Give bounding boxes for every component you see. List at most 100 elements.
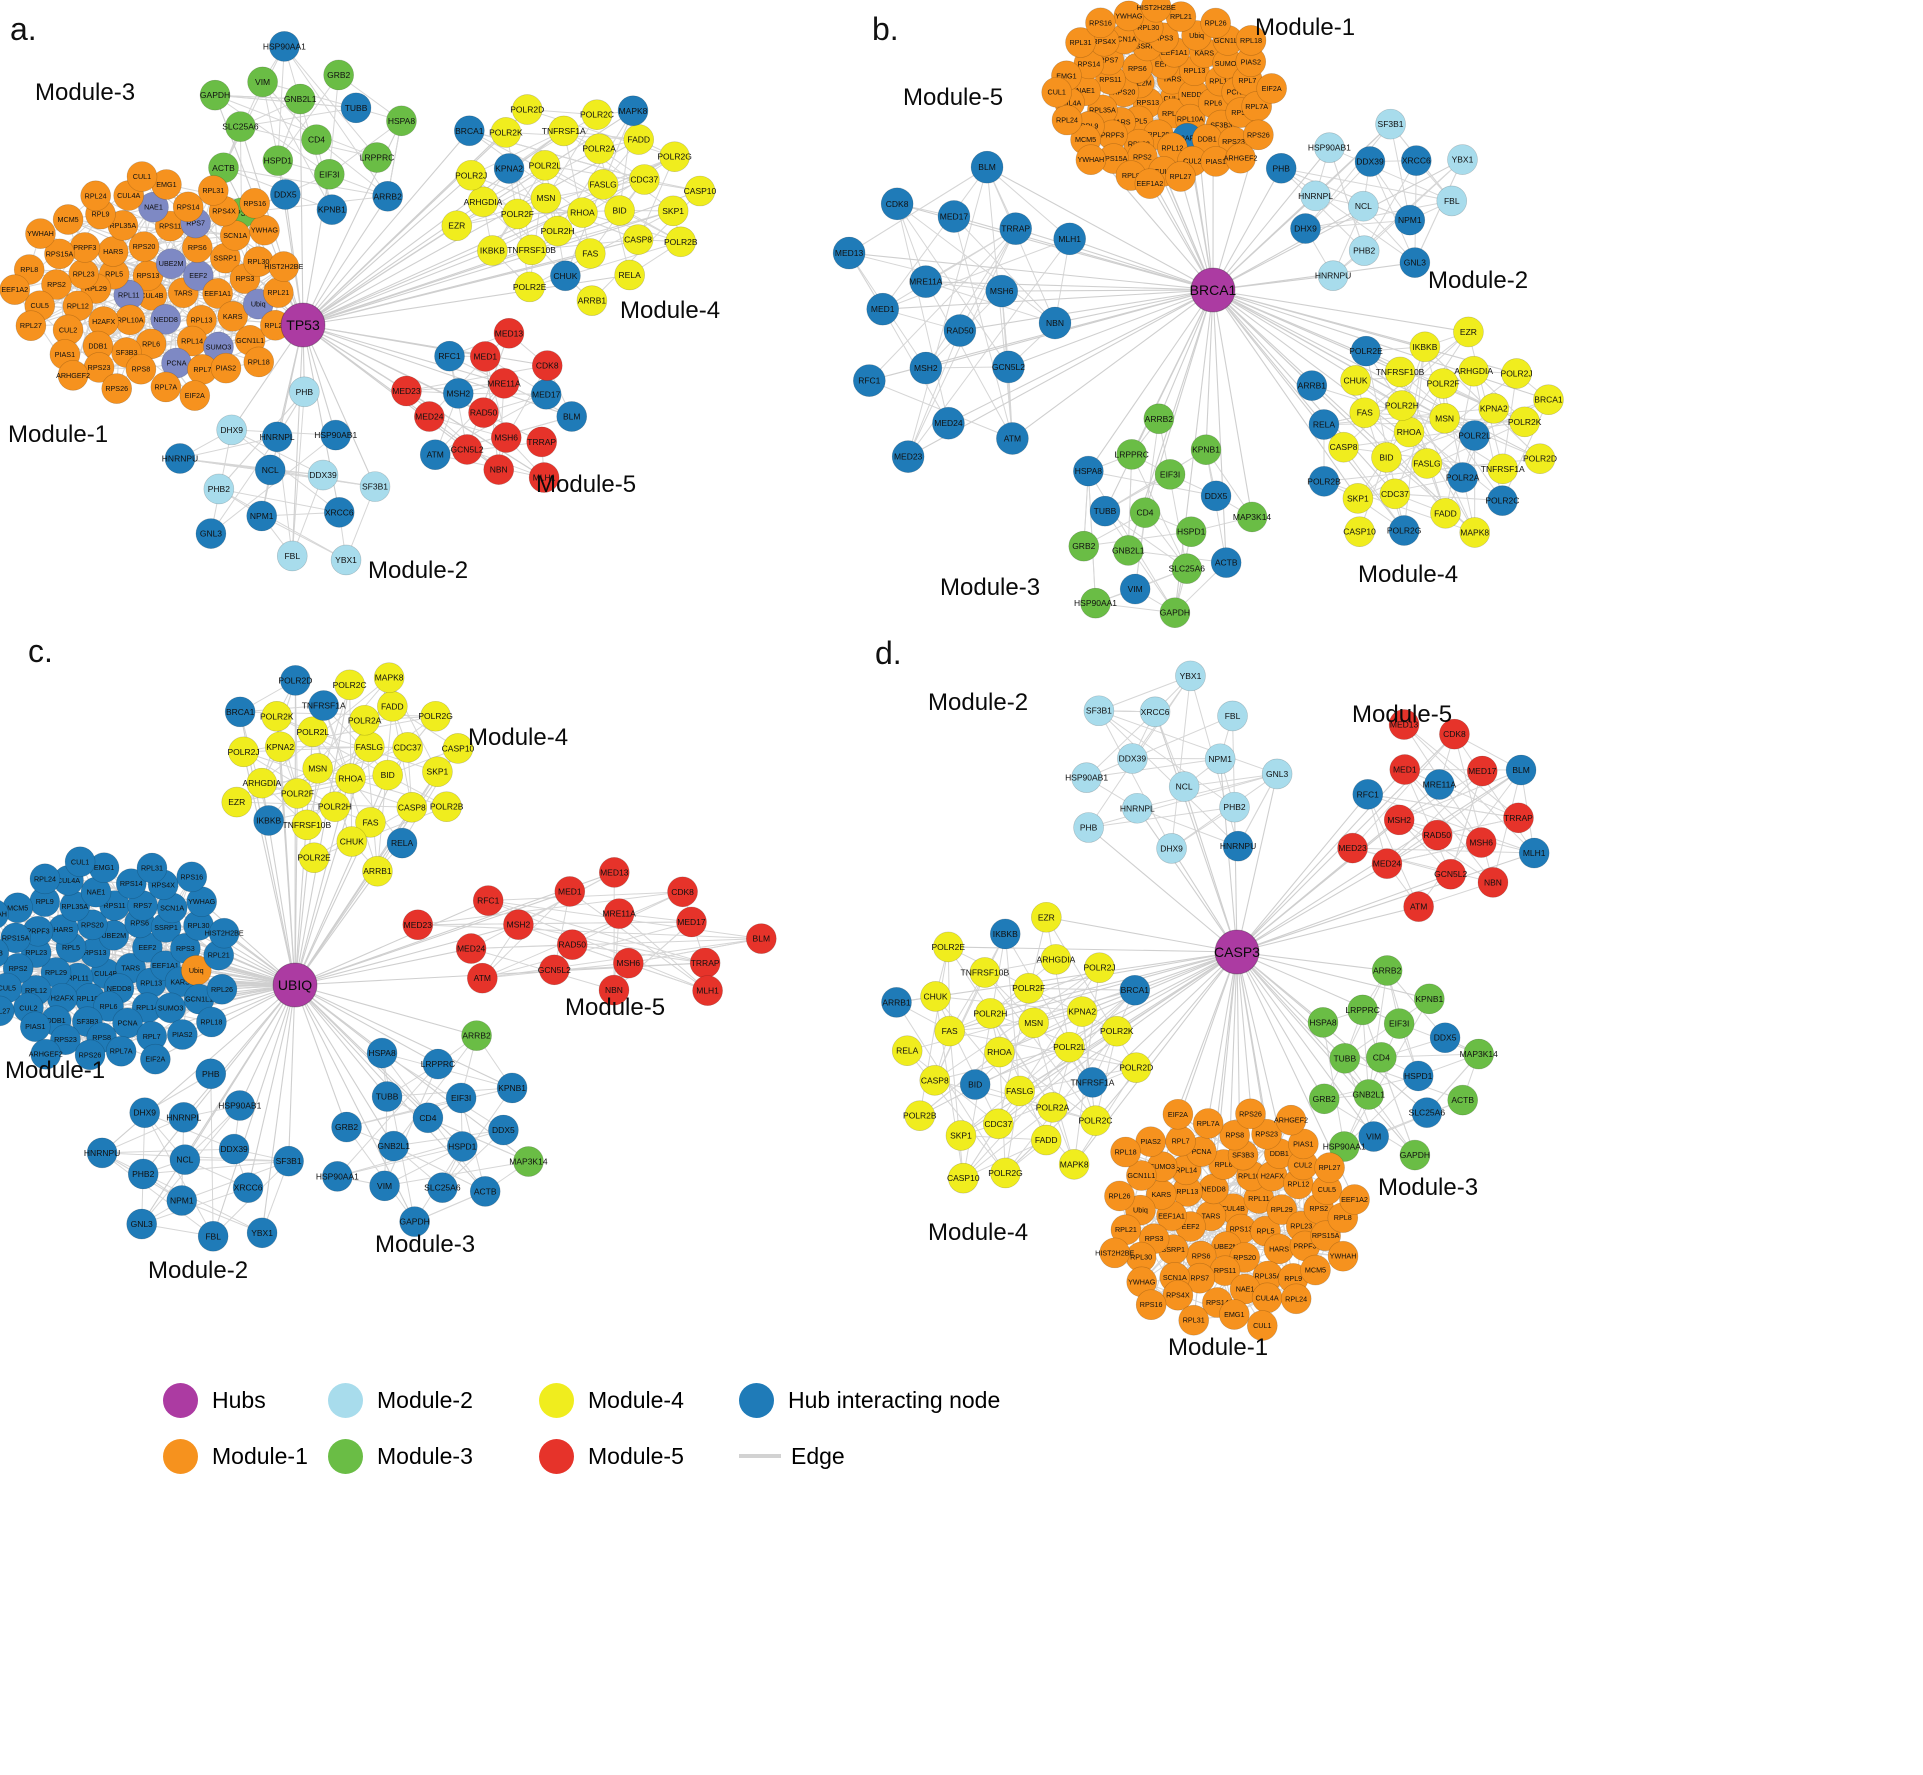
- node-RPL18: [1110, 1136, 1141, 1168]
- edge: [1368, 970, 1388, 1095]
- node-EEF1A2: [1134, 168, 1166, 199]
- node-HSPD1: [262, 145, 294, 176]
- node-HSPD1: [1175, 516, 1207, 548]
- node-GRB2: [1308, 1083, 1340, 1115]
- node-CASP8: [622, 224, 654, 255]
- module-5-swatch-icon: [539, 1438, 574, 1474]
- node-YWHAH: [1075, 144, 1107, 176]
- node-MAP3K14: [1463, 1038, 1495, 1070]
- legend-label-module-1: Module-1: [212, 1442, 308, 1469]
- node-HNRNPL: [1300, 180, 1331, 212]
- hub-edge: [948, 289, 1214, 424]
- edge: [896, 203, 1056, 324]
- node-EIF3I: [1383, 1008, 1415, 1039]
- edge: [1098, 710, 1278, 775]
- node-RPL26: [206, 973, 238, 1005]
- legend-row-2: Module-1 Module-3 Module-5 Edge: [163, 1428, 1000, 1484]
- node-RPL8: [0, 938, 10, 967]
- node-GNB2L1: [1353, 1079, 1384, 1110]
- node-SLC25A6: [225, 111, 256, 142]
- node-MED13: [493, 317, 525, 349]
- node-GNL3: [195, 518, 227, 549]
- edge: [613, 921, 692, 991]
- node-YWHAH: [1327, 1240, 1359, 1272]
- node-POLR2L: [297, 716, 329, 748]
- edge: [1305, 200, 1452, 230]
- edge: [960, 989, 1136, 1136]
- node-FAS: [1349, 397, 1381, 429]
- node-YBX1: [330, 544, 362, 576]
- edge: [1343, 1075, 1419, 1147]
- edge: [470, 130, 564, 176]
- node-ARHGEF2: [30, 1038, 62, 1070]
- edge: [1355, 380, 1503, 502]
- hub-edge: [1069, 238, 1214, 291]
- node-KPNB1: [1190, 434, 1222, 465]
- node-SF3B1: [1083, 695, 1115, 727]
- legend-label-edge: Edge: [791, 1442, 845, 1469]
- hub-interacting-node-swatch-icon: [739, 1382, 774, 1418]
- legend-item-module-1: Module-1: [163, 1438, 328, 1474]
- node-GNB2L1: [284, 83, 316, 115]
- node-RPL23: [68, 258, 100, 290]
- node-RPL31: [1178, 1304, 1210, 1336]
- edge: [1098, 710, 1173, 849]
- hub-edge: [1069, 951, 1238, 1048]
- hub-edge: [948, 946, 1238, 953]
- node-HSP90AB1: [1314, 132, 1345, 163]
- hub-edge: [294, 900, 489, 986]
- hub-edge: [1054, 289, 1214, 324]
- node-MSH2: [442, 378, 474, 409]
- module-3-swatch-icon: [328, 1438, 363, 1474]
- hub-edge: [1008, 289, 1214, 368]
- node-BLM: [745, 923, 777, 954]
- node-POLR2H: [1386, 390, 1418, 421]
- module-label-module-2-panel-a: Module-2: [368, 557, 468, 584]
- node-NBN: [1477, 867, 1509, 898]
- hub-edge: [1212, 195, 1316, 291]
- node-ARRB1: [362, 855, 393, 887]
- hub-edge: [1158, 289, 1214, 419]
- node-ARHGDIA: [467, 186, 499, 218]
- node-HNRNPL: [1121, 792, 1153, 824]
- node-FADD: [1430, 497, 1461, 529]
- labels-layer: Module-3Module-4Module-1Module-5Module-2…: [8, 11, 720, 584]
- edge: [337, 1063, 439, 1177]
- node-POLR2B: [904, 1100, 936, 1131]
- node-POLR2B: [665, 226, 697, 258]
- node-RPS14: [172, 191, 204, 223]
- node-CDK8: [880, 187, 914, 221]
- node-NBN: [483, 454, 515, 485]
- node-CASP8: [919, 1065, 951, 1096]
- node-RELA: [386, 827, 418, 859]
- edge: [907, 167, 988, 457]
- hub-edge: [1212, 159, 1463, 291]
- node-HNRNPU: [1317, 260, 1349, 291]
- edge: [1171, 675, 1191, 849]
- node-EMG1: [1219, 1299, 1250, 1330]
- edge: [882, 166, 988, 310]
- edge: [214, 94, 330, 175]
- node-SLC25A6: [1411, 1097, 1443, 1128]
- module-label-module-3-panel-d: Module-3: [1378, 1174, 1478, 1201]
- node-ACTB: [1447, 1084, 1479, 1116]
- node-MCM5: [52, 204, 84, 235]
- module-label-module-3-panel-c: Module-3: [375, 1231, 475, 1258]
- hub-edge: [294, 984, 477, 1037]
- edge: [277, 74, 340, 161]
- node-POLR2G: [990, 1157, 1021, 1189]
- node-MSH6: [985, 274, 1019, 308]
- hub-edge: [294, 924, 519, 986]
- node-TRRAP: [689, 947, 721, 979]
- edge: [1343, 998, 1430, 1147]
- node-HSP90AB1: [320, 419, 351, 451]
- hub-edge: [1019, 951, 1238, 1092]
- node-NCL: [254, 454, 286, 486]
- hub-edge: [1212, 262, 1415, 291]
- node-CHUK: [550, 260, 581, 292]
- node-MAP3K14: [513, 1146, 544, 1177]
- node-HIST2H2BE: [268, 251, 300, 282]
- node-CDK8: [1439, 718, 1470, 750]
- module-label-module-1-panel-b: Module-1: [1255, 14, 1355, 41]
- node-FADD: [1030, 1124, 1062, 1156]
